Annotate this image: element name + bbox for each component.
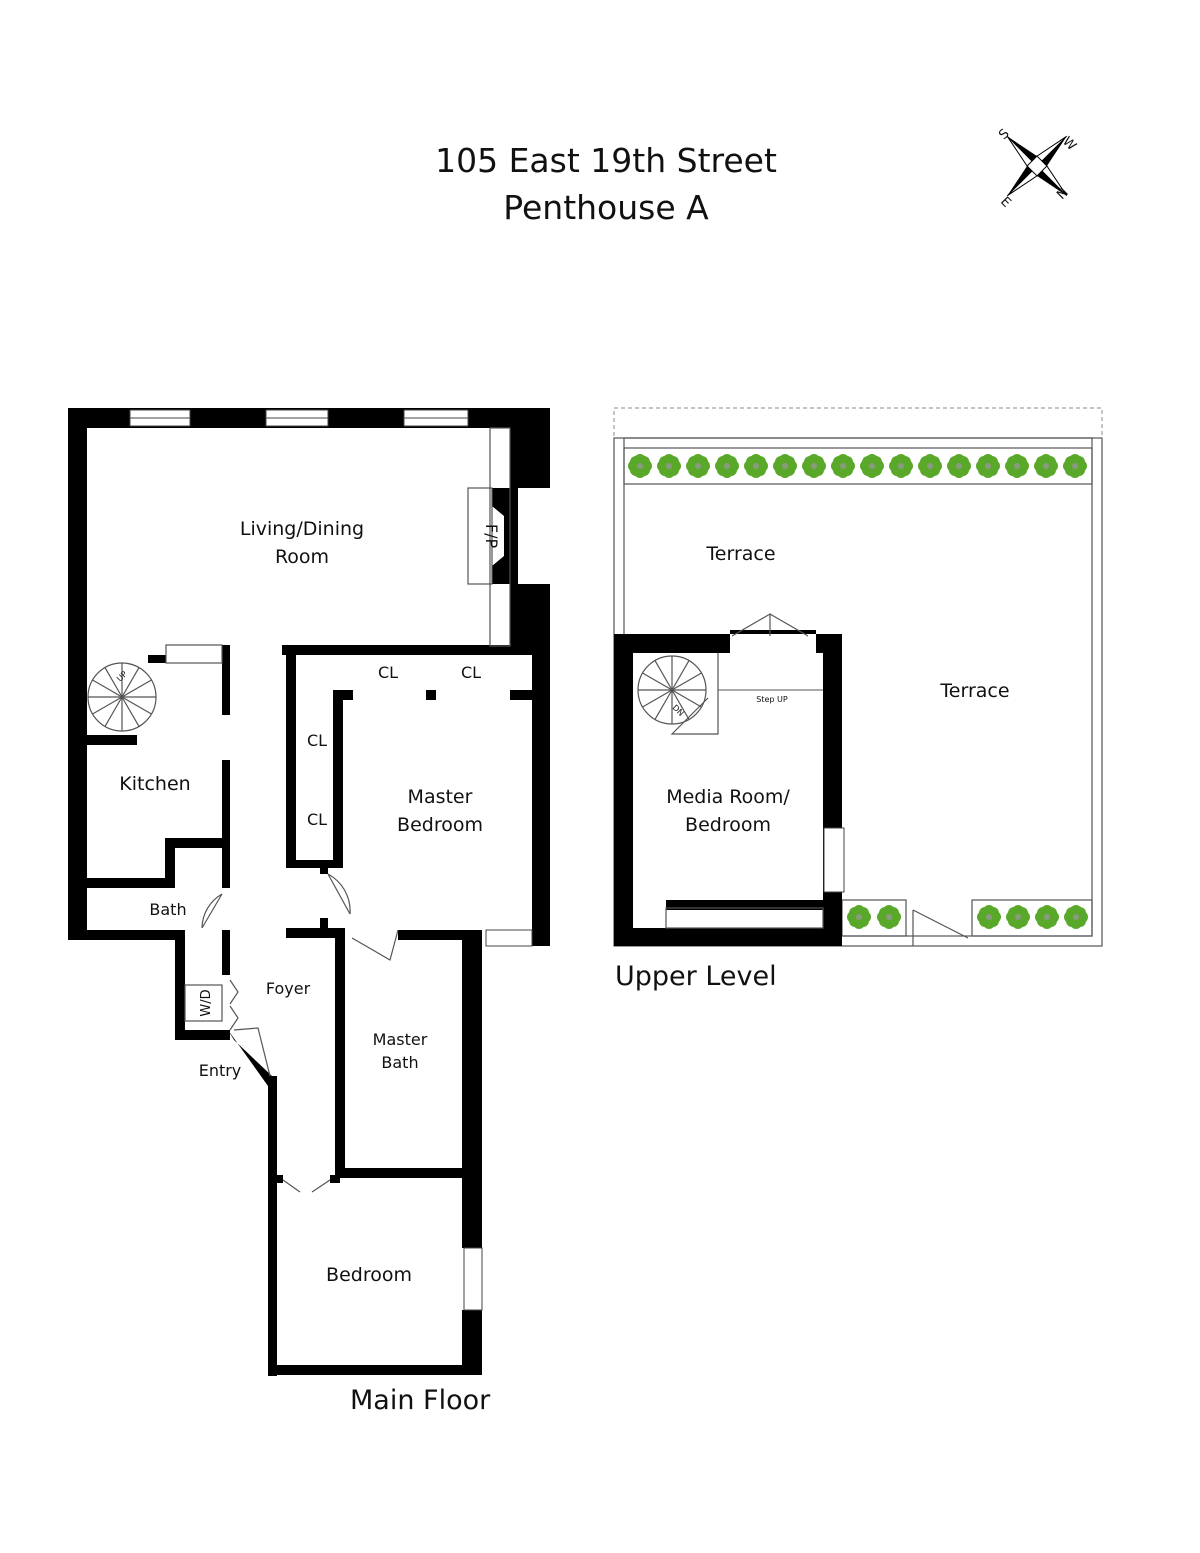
upper-level-caption: Upper Level xyxy=(615,961,777,992)
stair-tread xyxy=(104,667,123,698)
step-up-label: Step UP xyxy=(756,695,788,704)
shrub-icon xyxy=(1034,454,1058,478)
room-master-bedroom-2: Bedroom xyxy=(397,814,483,836)
stair-tread xyxy=(121,667,140,698)
doors xyxy=(201,873,399,1193)
room-foyer: Foyer xyxy=(266,979,311,998)
shrub-icon xyxy=(977,905,1001,929)
stair-tread xyxy=(642,689,673,708)
closet-label: CL xyxy=(307,731,327,750)
room-master-bedroom: Master xyxy=(408,786,473,808)
closet-label: CL xyxy=(378,663,398,682)
room-entry: Entry xyxy=(199,1061,242,1080)
room-master-bath-2: Bath xyxy=(381,1053,418,1072)
main-floor-windows xyxy=(129,409,533,1311)
room-media-2: Bedroom xyxy=(685,814,771,836)
shrub-icon xyxy=(1006,905,1030,929)
shrub-icon xyxy=(773,454,797,478)
room-living-dining-2: Room xyxy=(275,546,329,568)
planters xyxy=(628,454,1088,929)
stair-tread xyxy=(654,660,673,691)
shrub-icon xyxy=(802,454,826,478)
compass-w: W xyxy=(1059,134,1079,154)
fireplace-label: F/P xyxy=(482,524,501,549)
room-bath: Bath xyxy=(149,900,186,919)
shrub-icon xyxy=(715,454,739,478)
stair-tread xyxy=(671,689,690,720)
spiral-stair-up-icon xyxy=(87,662,157,732)
shrub-icon xyxy=(877,905,901,929)
shrub-icon xyxy=(657,454,681,478)
stair-dn-label: DN xyxy=(671,703,686,718)
media-room-walls xyxy=(614,612,969,946)
shrub-icon xyxy=(860,454,884,478)
shrub-icon xyxy=(847,905,871,929)
stair-tread xyxy=(642,672,673,691)
shrub-icon xyxy=(1005,454,1029,478)
upper-level-outline xyxy=(613,407,1103,947)
title-unit: Penthouse A xyxy=(503,188,709,227)
room-terrace-north: Terrace xyxy=(705,543,775,565)
spiral-stair-down-icon xyxy=(637,655,707,725)
stair-tread xyxy=(121,679,152,698)
washer-dryer-label: W/D xyxy=(199,989,214,1016)
room-bedroom: Bedroom xyxy=(326,1264,412,1286)
room-media: Media Room/ xyxy=(666,786,790,808)
room-kitchen: Kitchen xyxy=(119,773,190,795)
shrub-icon xyxy=(1035,905,1059,929)
title-address: 105 East 19th Street xyxy=(435,141,777,180)
closet-label: CL xyxy=(461,663,481,682)
stair-tread xyxy=(104,696,123,727)
shrub-icon xyxy=(889,454,913,478)
room-living-dining: Living/Dining xyxy=(240,518,364,540)
stair-tread xyxy=(121,696,152,715)
room-terrace-east: Terrace xyxy=(939,680,1009,702)
stair-tread xyxy=(671,689,702,708)
stair-tread xyxy=(92,679,123,698)
shrub-icon xyxy=(918,454,942,478)
shrub-icon xyxy=(744,454,768,478)
shrub-icon xyxy=(628,454,652,478)
room-master-bath: Master xyxy=(373,1030,428,1049)
closet-label: CL xyxy=(307,810,327,829)
shrub-icon xyxy=(831,454,855,478)
compass-rose-icon xyxy=(1006,135,1068,197)
stair-tread xyxy=(671,660,690,691)
shrub-icon xyxy=(947,454,971,478)
shrub-icon xyxy=(1063,454,1087,478)
shrub-icon xyxy=(686,454,710,478)
stair-tread xyxy=(92,696,123,715)
stair-up-label: UP xyxy=(115,669,129,683)
stair-tread xyxy=(654,689,673,720)
stair-tread xyxy=(671,672,702,691)
shrub-icon xyxy=(976,454,1000,478)
shrub-icon xyxy=(1064,905,1088,929)
main-floor-caption: Main Floor xyxy=(350,1385,491,1416)
compass-e: E xyxy=(997,194,1013,210)
stair-tread xyxy=(121,696,140,727)
